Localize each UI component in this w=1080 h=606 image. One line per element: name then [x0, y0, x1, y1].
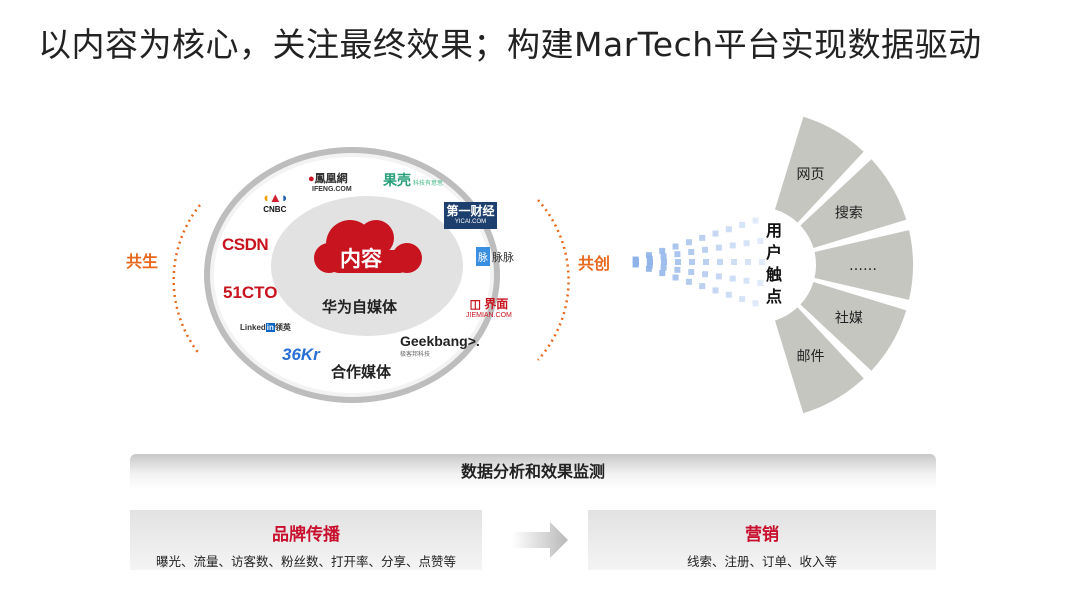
beam-dot — [660, 253, 667, 260]
marketing-box-title: 营销 — [745, 525, 779, 545]
slide-title: 以内容为核心，关注最终效果；构建MarTech平台实现数据驱动 — [38, 25, 982, 64]
beam-dot — [659, 247, 666, 254]
touchpoint-label: 社媒 — [835, 311, 863, 327]
touchpoint-title-char: 点 — [765, 287, 782, 306]
beam-dot — [699, 234, 706, 241]
brand-box-metrics: 曝光、流量、访客数、粉丝数、打开率、分享、点赞等 — [155, 554, 456, 569]
left-dotted-arc — [172, 204, 201, 356]
beam-dot — [685, 278, 692, 285]
analytics-band: 数据分析和效果监测 — [130, 454, 936, 490]
beam-dot — [739, 221, 746, 228]
right-dotted-arc — [537, 199, 570, 361]
beam-dot — [743, 240, 750, 247]
beam-dot — [752, 300, 759, 307]
beam-dot — [717, 259, 723, 265]
touchpoint-label: 邮件 — [797, 349, 825, 365]
marketing-box: 营销 线索、注册、订单、收入等 — [588, 510, 936, 570]
touchpoint-title-char: 用 — [765, 221, 782, 240]
beam-dot — [745, 259, 751, 265]
beam-dot — [739, 296, 746, 303]
beam-dot — [685, 239, 692, 246]
beam-dot — [743, 277, 750, 284]
beam-dot — [689, 259, 695, 265]
touchpoint-title-char: 触 — [765, 265, 782, 284]
beam-dot — [674, 266, 681, 273]
marketing-box-metrics: 线索、注册、订单、收入等 — [686, 554, 837, 569]
linkedin-logo: Linkedin领英 — [240, 323, 291, 332]
beam-dot — [674, 251, 681, 258]
beam-dot — [688, 269, 695, 276]
beam-dot — [659, 270, 666, 277]
beam-dot — [703, 259, 709, 265]
beam-dots — [632, 217, 765, 307]
cnbc-logo: ◖▲◗CNBC — [262, 190, 289, 214]
touchpoint-label: 搜索 — [835, 205, 863, 222]
brand-box-title: 品牌传播 — [272, 525, 340, 545]
beam-dot — [699, 283, 706, 290]
beam-dot — [757, 238, 764, 245]
beam-dot — [702, 271, 709, 278]
beam-dot — [757, 279, 764, 286]
guokr-logo: 果壳科技有意思 — [383, 172, 444, 188]
beam-dot — [645, 252, 652, 259]
beam-dot — [672, 243, 679, 250]
symbiosis-label: 共生 — [126, 252, 159, 271]
touchpoint-title-char: 户 — [765, 243, 782, 262]
brand-communication-box: 品牌传播 曝光、流量、访客数、粉丝数、打开率、分享、点赞等 — [130, 510, 482, 570]
partner-media-label: 合作媒体 — [331, 363, 392, 381]
arrow-right-icon — [512, 522, 568, 558]
beam-dot — [632, 261, 639, 268]
beam-dot — [752, 217, 759, 224]
51cto-logo: 51CTO — [223, 283, 278, 302]
beam-dot — [702, 246, 709, 253]
touchpoint-sector — [800, 281, 907, 371]
csdn-logo: CSDN — [222, 235, 269, 254]
co-creation-label: 共创 — [578, 254, 611, 273]
beam-dot — [645, 265, 652, 272]
touchpoint-sector — [774, 116, 864, 223]
beam-dot — [725, 226, 732, 233]
beam-dot — [646, 255, 653, 262]
touchpoint-sector — [800, 159, 907, 249]
beam-dot — [729, 242, 736, 249]
36kr-logo: 36Kr — [282, 345, 320, 364]
beam-dot — [660, 264, 667, 271]
beam-dot — [725, 291, 732, 298]
user-touchpoints-title: 用 户 触 点 — [764, 220, 784, 308]
maimai-logo: 脉脉脉 — [476, 247, 514, 266]
beam-dot — [647, 259, 653, 265]
beam-dot — [712, 230, 719, 237]
beam-dot — [646, 262, 653, 269]
content-cloud-label: 内容 — [340, 247, 382, 271]
geekbang-logo: Geekbang>.极客邦科技 — [400, 333, 480, 358]
beam-dot — [675, 259, 681, 265]
cloud-icon — [314, 220, 422, 273]
touchpoint-sector — [774, 307, 864, 414]
beam-dot — [731, 259, 737, 265]
beam-dot — [661, 259, 667, 265]
own-media-label: 华为自媒体 — [322, 298, 398, 316]
beam-dot — [688, 248, 695, 255]
beam-dot — [729, 275, 736, 282]
beam-dot — [759, 259, 765, 265]
beam-dot — [672, 274, 679, 281]
beam-dot — [715, 273, 722, 280]
beam-dot — [715, 244, 722, 251]
beam-dot — [712, 287, 719, 294]
touchpoint-label: 网页 — [797, 167, 825, 183]
touchpoint-sector — [814, 230, 913, 300]
touchpoint-label: …… — [849, 258, 877, 274]
